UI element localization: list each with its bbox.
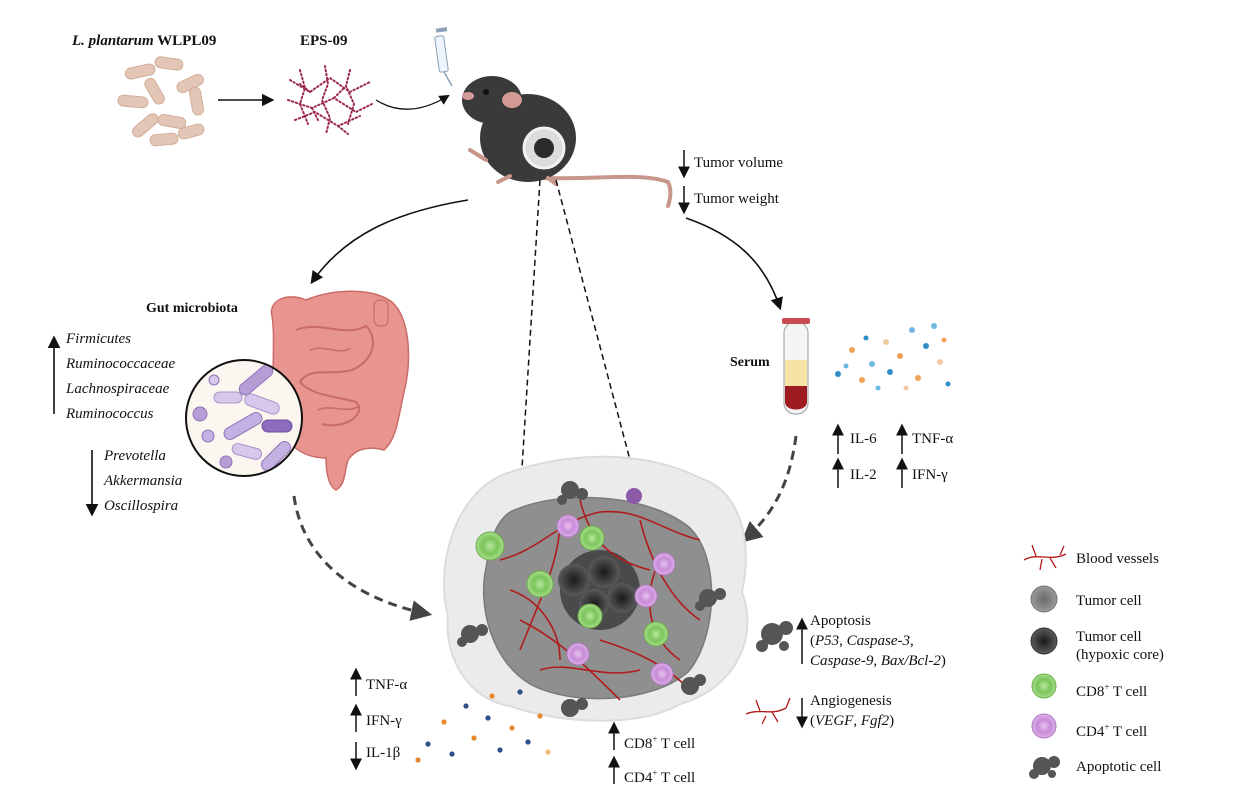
serum-il6: IL-6: [850, 431, 877, 447]
gut-increased-3: Lachnospiraceae: [66, 381, 170, 397]
arrow-mouse-to-serum: [685, 217, 783, 311]
serum-ifn: IFN-γ: [912, 467, 948, 483]
gut-title: Gut microbiota: [146, 301, 238, 316]
legend-hypoxic-cell-icon: [1030, 627, 1058, 655]
eps-polymer-icon: [287, 65, 373, 135]
tumor-weight-label: Tumor weight: [694, 191, 779, 207]
microbiota-lens: [185, 359, 303, 477]
gut-increased-1: Firmicutes: [66, 331, 131, 347]
tumor-il1b: IL-1β: [366, 745, 401, 761]
legend-apoptotic-label: Apoptotic cell: [1076, 759, 1162, 775]
eps-label: EPS-09: [300, 33, 348, 49]
gut-decreased-2: Akkermansia: [104, 473, 183, 489]
bacteria-icon: [117, 56, 205, 147]
gut-increased-2: Ruminococcaceae: [66, 356, 176, 372]
legend-cd8-icon: [1031, 673, 1057, 699]
tumor-volume-label: Tumor volume: [694, 155, 784, 171]
legend-cd4-label: CD4+ T cell: [1076, 722, 1148, 740]
apoptosis-genes-line2: Caspase-9, Bax/Bcl-2): [810, 653, 946, 669]
angiogenesis-genes: (VEGF, Fgf2): [810, 713, 895, 729]
legend-cd4-icon: [1031, 713, 1057, 739]
tumor-tnf: TNF-α: [366, 677, 408, 693]
serum-il2: IL-2: [850, 467, 877, 483]
tumor-cytokine-dots: [415, 689, 551, 763]
legend-tumor-cell-icon: [1030, 585, 1058, 613]
apoptotic-cell-icon: [756, 621, 793, 652]
source-label: L. plantarum WLPL09: [72, 33, 217, 49]
arrow-gut-to-tumor: [292, 495, 433, 621]
zoom-line-left: [521, 179, 541, 469]
gut-decreased-1: Prevotella: [104, 448, 166, 464]
apoptosis-genes-line1: (P53, Caspase-3,: [810, 633, 914, 649]
serum-tnf: TNF-α: [912, 431, 954, 447]
legend-tumor-cell-label: Tumor cell: [1076, 593, 1142, 609]
blood-vessel-icon: [745, 697, 791, 725]
mouse-icon: [462, 76, 673, 208]
arrow-mouse-to-gut: [310, 199, 469, 285]
syringe-icon: [434, 27, 453, 87]
legend-vessels-label: Blood vessels: [1076, 551, 1159, 567]
tumor-cd4-label: CD4+ T cell: [624, 768, 696, 786]
serum-title: Serum: [730, 355, 770, 370]
zoom-line-right: [555, 179, 631, 461]
arrow-serum-to-tumor: [740, 435, 798, 543]
tumor-ifn: IFN-γ: [366, 713, 402, 729]
legend-hypoxic-label-1: Tumor cell: [1076, 629, 1142, 645]
apoptosis-title: Apoptosis: [810, 613, 871, 629]
legend-vessel-icon: [1023, 544, 1067, 571]
gut-increased-4: Ruminococcus: [66, 406, 154, 422]
tumor-microenvironment: [442, 455, 749, 722]
arrow-eps-to-mouse: [375, 94, 450, 110]
serum-tube-icon: [782, 318, 810, 415]
tumor-cd8-label: CD8+ T cell: [624, 734, 696, 752]
angiogenesis-title: Angiogenesis: [810, 693, 892, 709]
serum-cytokine-dots: [835, 323, 951, 391]
gut-decreased-3: Oscillospira: [104, 498, 179, 514]
legend-hypoxic-label-2: (hypoxic core): [1076, 647, 1164, 663]
legend-apoptotic-icon: [1029, 756, 1060, 779]
legend-cd8-label: CD8+ T cell: [1076, 682, 1148, 700]
